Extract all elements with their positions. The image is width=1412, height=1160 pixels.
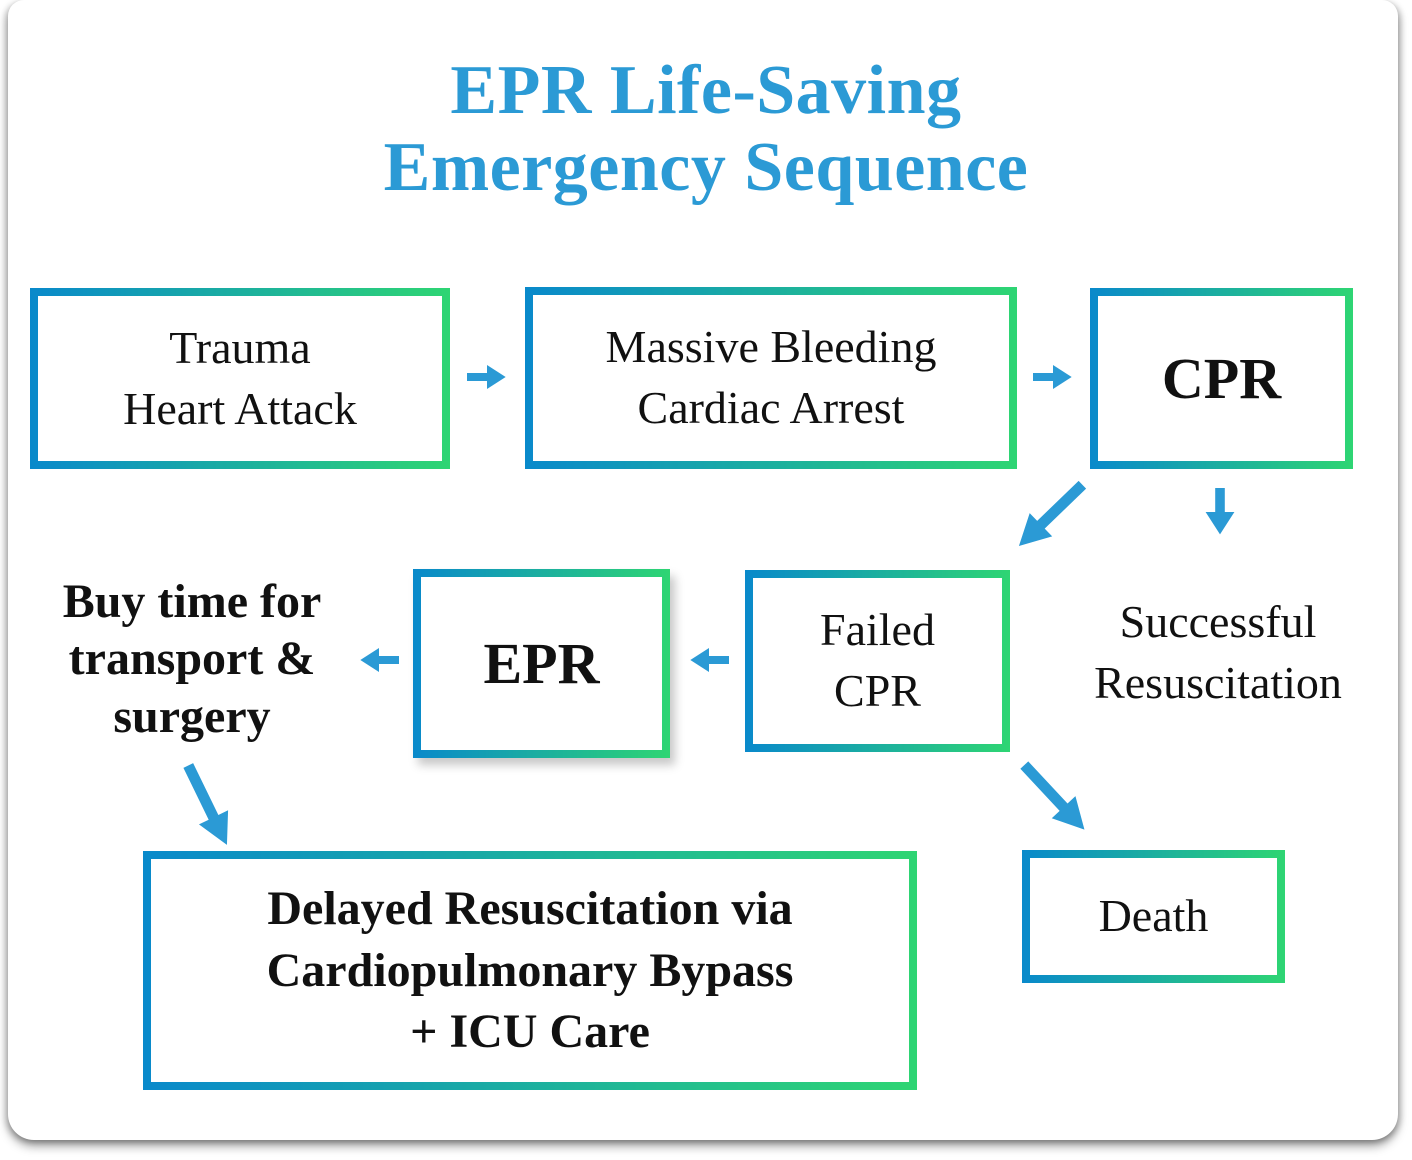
arrow-trauma-to-massive-icon (467, 363, 507, 391)
arrow-epr-to-buy-time-icon (359, 646, 399, 674)
node-failed-cpr: Failed CPR (745, 570, 1010, 752)
node-delayed-resuscitation-label-line-2: Cardiopulmonary Bypass (266, 943, 794, 997)
node-failed-cpr-label-line-2: CPR (834, 665, 921, 716)
node-delayed-resuscitation: Delayed Resuscitation via Cardiopulmonar… (143, 851, 917, 1090)
node-epr-label: EPR (483, 630, 600, 696)
node-death-label: Death (1098, 890, 1209, 942)
node-successful-resuscitation-label-line-2: Resuscitation (1094, 657, 1342, 708)
arrow-cpr-to-successful-icon (1201, 488, 1239, 536)
node-death: Death (1022, 850, 1285, 983)
node-successful-resuscitation: Successful Resuscitation (1038, 588, 1398, 718)
node-successful-resuscitation-label-line-1: Successful (1119, 596, 1317, 648)
arrow-cpr-to-failed-cpr-icon (1002, 468, 1099, 563)
node-trauma-label-line-2: Heart Attack (123, 382, 357, 434)
node-buy-time: Buy time for transport & surgery (22, 575, 362, 743)
arrow-massive-to-cpr-icon (1033, 363, 1073, 391)
page-title-line-1: EPR Life-Saving (450, 52, 962, 129)
node-cpr-label: CPR (1161, 345, 1282, 411)
page-title: EPR Life-Saving Emergency Sequence (0, 52, 1412, 206)
arrow-failed-cpr-to-epr-icon (689, 646, 729, 674)
node-buy-time-label-line-1: Buy time for (62, 574, 322, 628)
page-title-line-2: Emergency Sequence (383, 129, 1029, 206)
node-failed-cpr-label-line-1: Failed (820, 604, 935, 656)
node-massive-bleeding: Massive Bleeding Cardiac Arrest (525, 287, 1017, 469)
node-massive-bleeding-label-line-1: Massive Bleeding (605, 321, 937, 373)
node-delayed-resuscitation-label-line-3: + ICU Care (410, 1005, 650, 1059)
node-trauma-label-line-1: Trauma (169, 321, 311, 373)
arrow-buy-time-to-delayed-icon (168, 750, 248, 863)
node-delayed-resuscitation-label-line-1: Delayed Resuscitation via (267, 882, 793, 936)
node-buy-time-label-line-3: surgery (113, 689, 271, 743)
node-trauma: Trauma Heart Attack (30, 288, 450, 469)
node-massive-bleeding-label-line-2: Cardiac Arrest (637, 382, 905, 433)
node-buy-time-label-line-2: transport & (68, 632, 316, 686)
node-cpr: CPR (1090, 288, 1353, 469)
arrow-failed-cpr-to-death-icon (1008, 749, 1103, 847)
node-epr: EPR (413, 569, 670, 758)
